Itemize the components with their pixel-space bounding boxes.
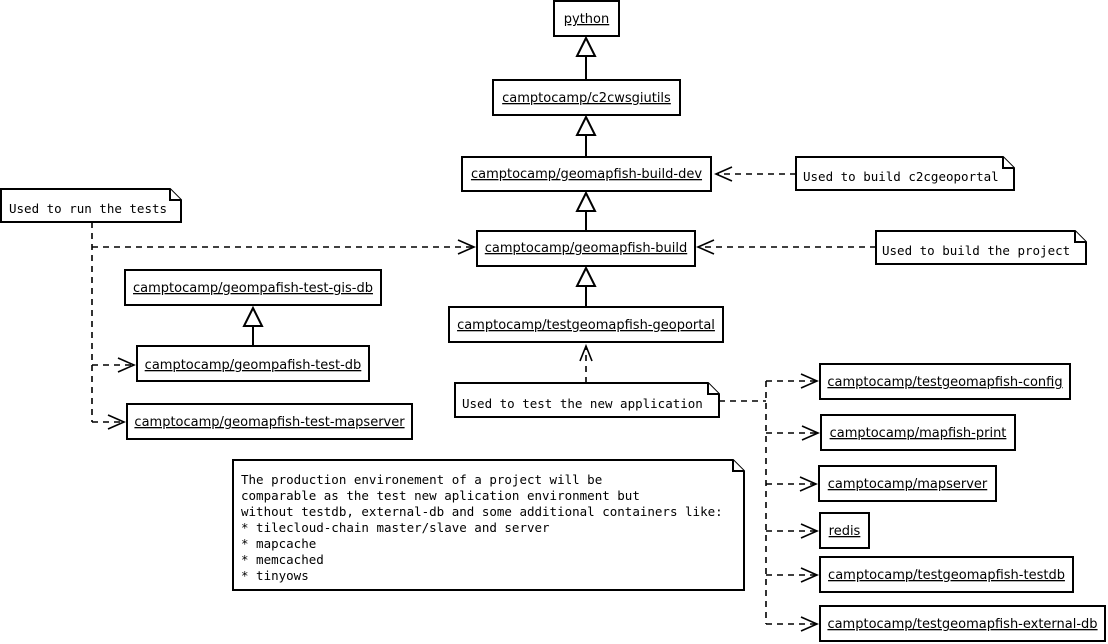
dependency-arrow-mapserver (799, 476, 818, 492)
dependency-arrow-config (800, 373, 819, 389)
class-label-geomapfish-build-dev: camptocamp/geomapfish-build-dev (471, 167, 702, 182)
note-production-line: * mapcache (241, 536, 316, 551)
class-testgeomapfish-external-db[interactable]: camptocamp/testgeomapfish-external-db (819, 605, 1106, 642)
inheritance-arrow-c2cwsgiutils (575, 114, 597, 136)
note-label-test-new-application: Used to test the new application (462, 396, 703, 411)
class-mapserver[interactable]: camptocamp/mapserver (818, 465, 997, 502)
note-label-build-c2cgeoportal: Used to build c2cgeoportal (803, 169, 999, 184)
dependency-arrow-build-dev (714, 166, 733, 182)
class-label-geomapfish-test-mapserver: camptocamp/geomapfish-test-mapserver (134, 415, 405, 430)
class-testgeomapfish-config[interactable]: camptocamp/testgeomapfish-config (819, 363, 1071, 400)
dependency-arrow-geoportal (579, 343, 593, 362)
class-c2cwsgiutils[interactable]: camptocamp/c2cwsgiutils (492, 79, 681, 116)
dependency-arrow-build-left (457, 239, 476, 255)
class-geomapfish-build[interactable]: camptocamp/geomapfish-build (476, 230, 696, 267)
note-build-project[interactable]: Used to build the project (875, 230, 1087, 265)
class-label-geompafish-test-gis-db: camptocamp/geompafish-test-gis-db (133, 281, 373, 296)
dependency-arrow-external-db (800, 616, 819, 632)
class-label-mapserver: camptocamp/mapserver (828, 477, 988, 492)
class-mapfish-print[interactable]: camptocamp/mapfish-print (820, 414, 1016, 451)
class-testgeomapfish-testdb[interactable]: camptocamp/testgeomapfish-testdb (819, 556, 1074, 593)
dependency-arrow-test-db (117, 357, 136, 373)
class-geomapfish-build-dev[interactable]: camptocamp/geomapfish-build-dev (461, 156, 712, 192)
dependency-arrow-mapfish-print (801, 425, 820, 441)
class-testgeomapfish-geoportal[interactable]: camptocamp/testgeomapfish-geoportal (448, 306, 724, 343)
note-run-tests[interactable]: Used to run the tests (0, 188, 182, 223)
note-production-line: * memcached (241, 552, 324, 567)
class-label-testgeomapfish-testdb: camptocamp/testgeomapfish-testdb (828, 568, 1065, 583)
class-label-geomapfish-build: camptocamp/geomapfish-build (485, 241, 687, 256)
note-production-line: comparable as the test new aplication en… (241, 488, 640, 503)
class-label-python: python (564, 12, 609, 27)
class-label-redis: redis (829, 524, 861, 539)
class-label-mapfish-print: camptocamp/mapfish-print (830, 426, 1007, 441)
class-label-testgeomapfish-external-db: camptocamp/testgeomapfish-external-db (827, 617, 1097, 632)
class-geompafish-test-gis-db[interactable]: camptocamp/geompafish-test-gis-db (124, 269, 382, 306)
note-production-line: * tilecloud-chain master/slave and serve… (241, 520, 550, 535)
note-label-run-tests: Used to run the tests (9, 201, 167, 216)
dependency-arrow-testdb (800, 567, 819, 583)
note-production-line: without testdb, external-db and some add… (241, 504, 723, 519)
note-test-new-application[interactable]: Used to test the new application (454, 382, 720, 418)
note-label-build-project: Used to build the project (882, 243, 1070, 258)
inheritance-arrow-build-dev (575, 190, 597, 212)
class-label-geompafish-test-db: camptocamp/geompafish-test-db (145, 358, 362, 373)
dependency-edges (91, 166, 876, 632)
inheritance-arrow-build (575, 265, 597, 287)
class-geomapfish-test-mapserver[interactable]: camptocamp/geomapfish-test-mapserver (126, 403, 413, 440)
dependency-arrow-build-right (696, 239, 715, 255)
class-geompafish-test-db[interactable]: camptocamp/geompafish-test-db (136, 345, 370, 382)
class-label-testgeomapfish-config: camptocamp/testgeomapfish-config (827, 375, 1062, 390)
note-production-line: The production environement of a project… (241, 472, 602, 487)
class-label-testgeomapfish-geoportal: camptocamp/testgeomapfish-geoportal (457, 318, 715, 333)
class-redis[interactable]: redis (819, 512, 870, 549)
note-production-line: * tinyows (241, 568, 309, 583)
dependency-arrow-test-mapserver (107, 414, 126, 430)
class-python[interactable]: python (553, 0, 620, 37)
note-production[interactable]: The production environement of a project… (232, 459, 745, 591)
inheritance-arrow-test-gis-db (242, 305, 264, 327)
inheritance-arrow-python (575, 35, 597, 57)
dependency-arrow-redis (800, 523, 819, 539)
note-build-c2cgeoportal[interactable]: Used to build c2cgeoportal (795, 156, 1015, 191)
inheritance-edges (242, 35, 597, 346)
class-label-c2cwsgiutils: camptocamp/c2cwsgiutils (502, 91, 671, 106)
